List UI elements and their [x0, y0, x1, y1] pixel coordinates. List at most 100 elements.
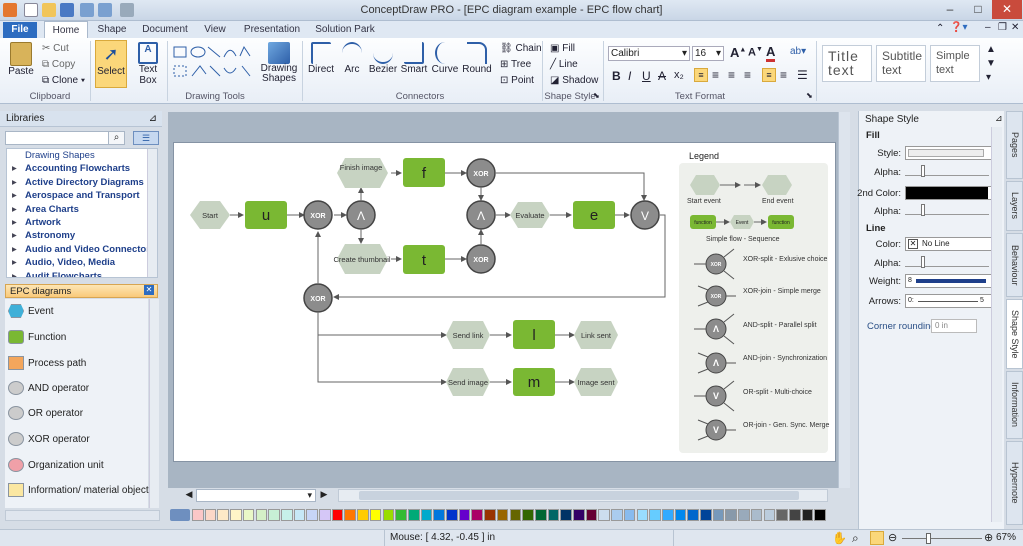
- function-e[interactable]: [573, 201, 615, 229]
- color-swatch[interactable]: [395, 509, 407, 521]
- second-color-select[interactable]: ▼: [905, 186, 1001, 200]
- curve-connector-button[interactable]: Curve: [430, 42, 460, 75]
- right-panel-scrollbar[interactable]: [991, 127, 1002, 522]
- zoom-thumb[interactable]: [926, 533, 931, 544]
- tree-item[interactable]: Drawing Shapes: [25, 150, 95, 161]
- operator-and-2[interactable]: [466, 200, 496, 230]
- color-swatch[interactable]: [763, 509, 776, 521]
- arrows-select[interactable]: 0:5▼: [905, 294, 1001, 308]
- scroll-right-icon[interactable]: ▶: [320, 489, 328, 499]
- color-swatch[interactable]: [484, 509, 496, 521]
- color-swatch[interactable]: [255, 509, 268, 521]
- fill-style-select[interactable]: ▼: [905, 146, 1001, 160]
- clone-button[interactable]: ⧉ Clone ▾: [42, 75, 86, 86]
- zoom-magnifier-icon[interactable]: ⌕: [852, 531, 859, 545]
- pan-hand-icon[interactable]: ✋: [832, 531, 847, 545]
- direct-connector-button[interactable]: Direct: [306, 42, 336, 75]
- tree-button[interactable]: ⊞ Tree: [500, 59, 532, 70]
- styles-more-icon[interactable]: ▾: [986, 72, 992, 83]
- italic-button[interactable]: I: [628, 69, 632, 83]
- sub-restore-icon[interactable]: ❐: [998, 22, 1007, 33]
- color-swatch[interactable]: [738, 509, 750, 521]
- color-swatch[interactable]: [217, 509, 230, 521]
- bezier-connector-button[interactable]: Bezier: [368, 42, 398, 75]
- event-start[interactable]: [190, 201, 230, 229]
- style-simple-text[interactable]: Simple text: [930, 45, 980, 82]
- smart-connector-button[interactable]: Smart: [400, 42, 428, 75]
- alpha-thumb[interactable]: [921, 165, 925, 177]
- color-swatch[interactable]: [446, 509, 458, 521]
- library-shape-event[interactable]: Event: [5, 299, 145, 324]
- align-center-icon[interactable]: ≡: [712, 68, 720, 82]
- scroll-left-icon[interactable]: ◀: [185, 489, 193, 499]
- shape-style-launcher-icon[interactable]: ⬊: [593, 91, 600, 100]
- library-shape-or[interactable]: OR operator: [5, 401, 145, 426]
- event-send-image[interactable]: [446, 368, 490, 396]
- color-swatch[interactable]: [585, 509, 598, 521]
- zoom-in-icon[interactable]: ⊕: [984, 532, 994, 544]
- drawing-shapes-button[interactable]: Drawing Shapes: [258, 42, 300, 84]
- tree-item[interactable]: Area Charts: [7, 203, 157, 217]
- tab-view[interactable]: View: [204, 24, 226, 35]
- event-link-sent[interactable]: [574, 321, 618, 349]
- redo-icon[interactable]: [98, 3, 112, 17]
- library-view-toggle-icon[interactable]: ☰: [133, 131, 159, 145]
- color-swatch[interactable]: [687, 509, 699, 521]
- maximize-button[interactable]: □: [974, 2, 982, 16]
- side-tab-behaviour[interactable]: Behaviour: [1006, 233, 1023, 297]
- color-swatch[interactable]: [534, 509, 547, 521]
- text-case-icon[interactable]: ab▾: [790, 46, 807, 57]
- strikethrough-button[interactable]: A: [658, 69, 667, 83]
- color-swatch[interactable]: [712, 509, 725, 521]
- tab-solution-park[interactable]: Solution Park: [315, 24, 375, 35]
- select-button[interactable]: ➚ Select: [95, 40, 127, 88]
- library-shape-function[interactable]: Function: [5, 325, 145, 350]
- drawing-tools-icons[interactable]: [172, 44, 254, 80]
- font-family-select[interactable]: Calibri▾: [608, 46, 690, 61]
- horizontal-scrollbar[interactable]: [338, 489, 828, 502]
- color-swatch[interactable]: [471, 509, 484, 521]
- pin-icon[interactable]: ⊿: [148, 113, 157, 124]
- text-options-icon[interactable]: ☰: [797, 68, 808, 82]
- style-subtitle-text[interactable]: Subtitle text: [876, 45, 926, 82]
- color-swatch[interactable]: [407, 509, 420, 521]
- close-button[interactable]: ✕: [992, 0, 1022, 19]
- justify-icon[interactable]: ≡: [744, 68, 752, 82]
- diagram-page[interactable]: Start Finish image Create thumbnail Eval…: [173, 142, 836, 462]
- library-shape-xor[interactable]: XOR operator: [5, 427, 145, 452]
- style-title-text[interactable]: Title text: [822, 45, 872, 82]
- chain-button[interactable]: ⛓ Chain: [500, 43, 542, 54]
- fit-page-icon[interactable]: [870, 531, 884, 545]
- tree-item[interactable]: Audit Flowcharts: [7, 270, 157, 277]
- color-swatch[interactable]: [522, 509, 534, 521]
- paste-button[interactable]: Paste: [6, 42, 36, 77]
- color-swatch[interactable]: [280, 509, 293, 521]
- sub-close-icon[interactable]: ✕: [1011, 22, 1020, 33]
- event-evaluate[interactable]: [510, 202, 550, 228]
- color-swatch[interactable]: [509, 509, 522, 521]
- tab-shape[interactable]: Shape: [97, 24, 127, 35]
- tree-item[interactable]: Audio and Video Connectors: [7, 243, 157, 257]
- new-doc-icon[interactable]: [24, 3, 38, 17]
- function-l[interactable]: [513, 320, 555, 349]
- valign-middle-icon[interactable]: ≡: [762, 68, 776, 82]
- print-icon[interactable]: [120, 3, 134, 17]
- side-tab-shape-style[interactable]: Shape Style: [1006, 299, 1023, 369]
- color-swatch[interactable]: [674, 509, 687, 521]
- tab-presentation[interactable]: Presentation: [243, 24, 301, 35]
- color-swatch[interactable]: [382, 509, 395, 521]
- point-button[interactable]: ⊡ Point: [500, 75, 534, 86]
- tree-item[interactable]: Audio, Video, Media: [7, 256, 157, 270]
- styles-scroll-down-icon[interactable]: ▼: [986, 58, 996, 69]
- function-m[interactable]: [513, 368, 555, 396]
- color-swatch[interactable]: [306, 509, 318, 521]
- arc-connector-button[interactable]: Arc: [338, 42, 366, 75]
- font-size-select[interactable]: 16▾: [692, 46, 724, 61]
- color-swatch[interactable]: [649, 509, 661, 521]
- color-swatch[interactable]: [319, 509, 331, 521]
- library-shape-info-object[interactable]: Information/ material object: [5, 478, 149, 503]
- underline-button[interactable]: U: [642, 69, 651, 83]
- fill-button[interactable]: ▣ Fill: [550, 43, 576, 54]
- function-t[interactable]: [403, 245, 445, 274]
- color-swatch[interactable]: [204, 509, 217, 521]
